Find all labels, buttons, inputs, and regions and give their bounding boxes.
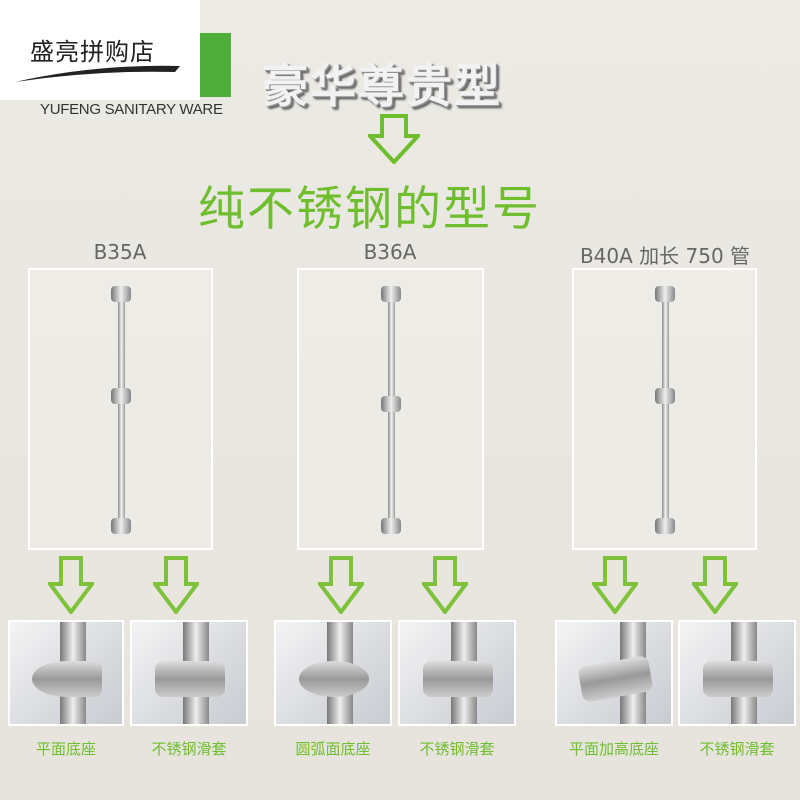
arrow-down-icon <box>422 556 468 614</box>
watermark-text: 盛亮拼购店 <box>30 38 155 66</box>
product-panel-b36a <box>297 268 484 550</box>
arrow-down-icon <box>368 114 420 164</box>
detail-photo-sleeve <box>398 620 516 726</box>
brand-name: YUFENG SANITARY WARE <box>40 101 223 118</box>
arrow-down-icon <box>592 556 638 614</box>
detail-photo-raised-base <box>555 620 673 726</box>
model-label: B35A <box>93 240 147 264</box>
product-panel-b35a <box>28 268 213 550</box>
page-title: 豪华尊贵型 <box>262 59 502 113</box>
detail-photo-flat-base <box>8 620 124 726</box>
part-caption: 不锈钢滑套 <box>699 740 775 758</box>
swoosh-icon <box>15 65 180 82</box>
part-caption: 平面底座 <box>35 740 96 758</box>
arrow-down-icon <box>318 556 364 614</box>
part-caption: 不锈钢滑套 <box>151 740 227 758</box>
model-label: B40A 加长 750 管 <box>579 244 751 268</box>
detail-photo-sleeve <box>678 620 796 726</box>
detail-photo-round-base <box>274 620 392 726</box>
part-caption: 不锈钢滑套 <box>419 740 495 758</box>
arrow-down-icon <box>48 556 94 614</box>
detail-photo-sleeve <box>130 620 248 726</box>
arrow-down-icon <box>153 556 199 614</box>
arrow-down-icon <box>692 556 738 614</box>
part-caption: 平面加高底座 <box>568 740 659 758</box>
product-panel-b40a <box>572 268 757 550</box>
part-caption: 圆弧面底座 <box>295 740 371 758</box>
watermark: 盛亮拼购店 <box>0 0 200 100</box>
model-label: B36A <box>363 240 417 264</box>
subtitle: 纯不锈钢的型号 <box>198 182 541 237</box>
